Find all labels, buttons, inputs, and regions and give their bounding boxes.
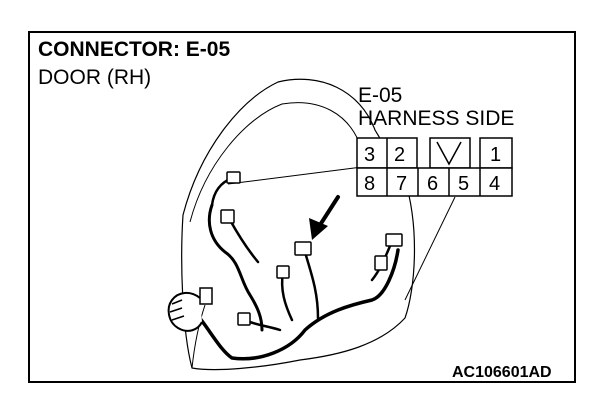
pin-3: 3 (364, 144, 375, 166)
figure-code: AC106601AD (452, 364, 552, 381)
harness-side-label: HARNESS SIDE (358, 107, 515, 130)
door-inner-outline (189, 102, 363, 223)
pin-2: 2 (394, 144, 405, 166)
pin-1: 1 (490, 144, 501, 166)
location-label: DOOR (RH) (38, 66, 152, 89)
harness-connectors (220, 171, 403, 326)
target-arrow (309, 195, 340, 240)
pin-6: 6 (427, 173, 438, 195)
door-grommet (167, 287, 213, 332)
harness-branch-center (303, 250, 320, 320)
diagram-frame (28, 31, 576, 383)
pin-5: 5 (458, 173, 469, 195)
leader-line-lower (404, 196, 456, 301)
door-panel-line (191, 304, 206, 369)
leader-line (227, 166, 363, 185)
connector-title: CONNECTOR: E-05 (38, 38, 231, 61)
pin-8: 8 (364, 173, 375, 195)
pin-7: 7 (396, 173, 407, 195)
harness-branch-small (280, 270, 294, 322)
pin-4: 4 (489, 173, 500, 195)
harness-main (193, 248, 400, 361)
connector-id-label: E-05 (358, 84, 403, 107)
blank-cavity-mark (436, 141, 462, 166)
harness-branch-mid (228, 218, 260, 264)
harness-branch-left (207, 203, 264, 332)
connector-face (356, 137, 513, 197)
door-outline (181, 78, 416, 371)
